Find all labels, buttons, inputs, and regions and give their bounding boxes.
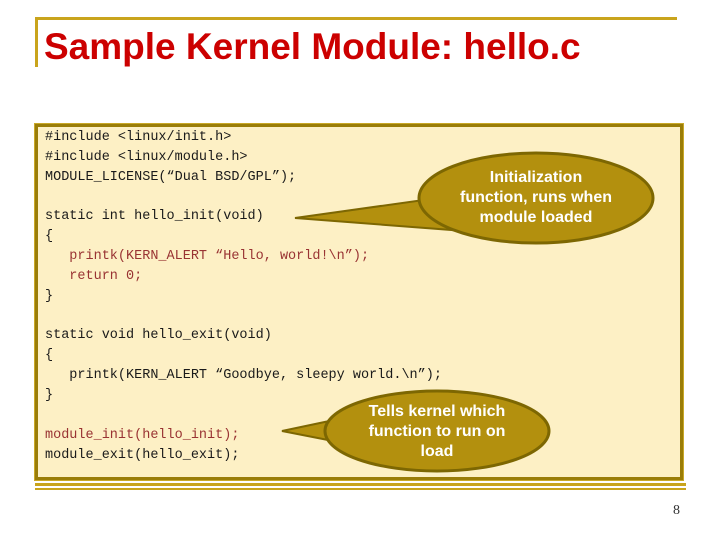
code-line: }: [45, 387, 54, 403]
code-line: printk(KERN_ALERT “Hello, world!\n”);: [45, 249, 370, 265]
code-line: MODULE_LICENSE(“Dual BSD/GPL”);: [45, 169, 297, 185]
callout-text-line: Tells kernel which: [368, 403, 506, 420]
code-lines: #include <linux/init.h> #include <linux/m…: [45, 128, 678, 465]
code-line: return 0;: [45, 268, 143, 284]
title-top-accent-line: [35, 17, 677, 20]
page-number: 8: [673, 503, 680, 518]
callout-text-line: Initialization: [489, 169, 583, 186]
callout-text-line: function to run on: [368, 423, 506, 440]
code-line: {: [45, 348, 54, 364]
bottom-accent-line-1: [35, 483, 686, 486]
title-left-accent-bar: [35, 17, 38, 67]
code-line: module_init(hello_init);: [45, 427, 240, 443]
code-line: static void hello_exit(void): [45, 328, 272, 344]
callout-text-line: module loaded: [479, 209, 593, 226]
code-line: {: [45, 229, 54, 245]
code-line: [45, 307, 678, 327]
code-line: module_exit(hello_exit);: [45, 447, 240, 463]
callout-text-line: function, runs when: [460, 189, 612, 206]
load-callout-text: Tells kernel which function to run on load: [327, 402, 547, 462]
code-line: static int hello_init(void): [45, 209, 264, 225]
code-line: #include <linux/init.h>: [45, 130, 232, 145]
callout-text-line: load: [420, 443, 454, 460]
slide-title: Sample Kernel Module: hello.c: [44, 26, 581, 67]
bottom-accent-line-2: [35, 488, 686, 490]
code-line: printk(KERN_ALERT “Goodbye, sleepy world…: [45, 368, 442, 384]
init-callout-text: Initialization function, runs when module …: [420, 168, 652, 228]
code-line: #include <linux/module.h>: [45, 149, 248, 165]
code-line: }: [45, 288, 54, 304]
